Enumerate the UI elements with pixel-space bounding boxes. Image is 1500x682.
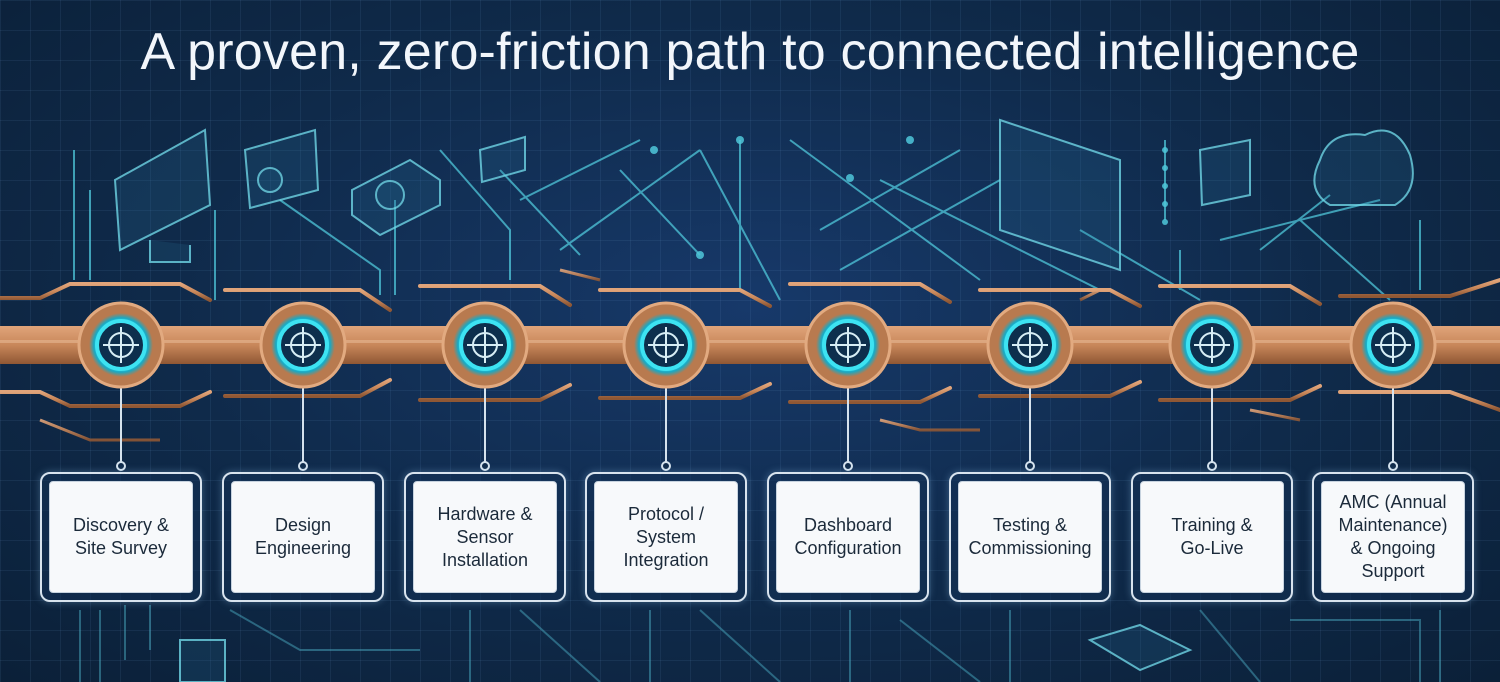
step-card-2: Design Engineering bbox=[222, 472, 384, 602]
step-label-8: AMC (Annual Maintenance) & Ongoing Suppo… bbox=[1338, 492, 1448, 581]
node-4 bbox=[622, 301, 710, 389]
device-icons bbox=[113, 118, 1414, 682]
node-3 bbox=[441, 301, 529, 389]
step-label-5: Dashboard Configuration bbox=[794, 515, 902, 558]
upper-circuit-lines bbox=[73, 139, 1421, 301]
step-card-7: Training & Go-Live bbox=[1131, 472, 1293, 602]
step-card-6: Testing & Commissioning bbox=[949, 472, 1111, 602]
step-card-8: AMC (Annual Maintenance) & Ongoing Suppo… bbox=[1312, 472, 1474, 602]
node-7 bbox=[1168, 301, 1256, 389]
step-connectors bbox=[120, 385, 1394, 470]
step-nodes bbox=[77, 301, 1437, 389]
step-label-2: Design Engineering bbox=[254, 515, 352, 558]
step-card-4: Protocol / System Integration bbox=[585, 472, 747, 602]
copper-traces bbox=[0, 278, 1500, 412]
lower-circuit-lines bbox=[79, 605, 1441, 682]
step-card-1: Discovery & Site Survey bbox=[40, 472, 202, 602]
step-label-4: Protocol / System Integration bbox=[623, 503, 709, 570]
step-label-1: Discovery & Site Survey bbox=[72, 515, 170, 558]
step-card-5: Dashboard Configuration bbox=[767, 472, 929, 602]
node-8 bbox=[1349, 301, 1437, 389]
step-label-6: Testing & Commissioning bbox=[968, 515, 1092, 558]
copper-bus bbox=[0, 326, 1500, 364]
step-label-7: Training & Go-Live bbox=[1171, 515, 1253, 558]
step-card-3: Hardware & Sensor Installation bbox=[404, 472, 566, 602]
node-2 bbox=[259, 301, 347, 389]
node-5 bbox=[804, 301, 892, 389]
node-1 bbox=[77, 301, 165, 389]
page-title: A proven, zero-friction path to connecte… bbox=[140, 23, 1360, 81]
node-6 bbox=[986, 301, 1074, 389]
step-label-3: Hardware & Sensor Installation bbox=[437, 503, 533, 570]
